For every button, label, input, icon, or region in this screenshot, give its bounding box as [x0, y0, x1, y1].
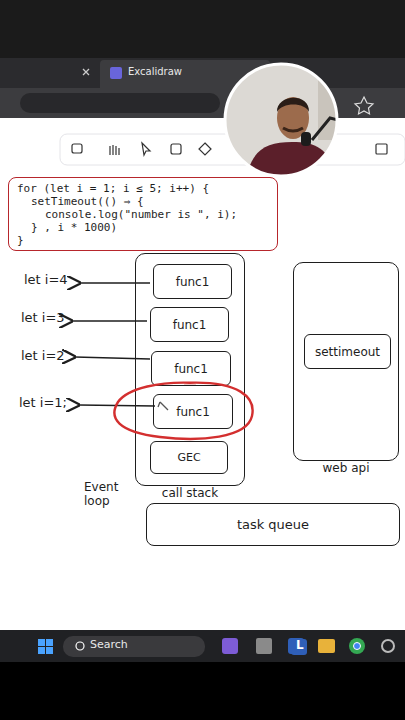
box-text: func1 [174, 362, 208, 376]
search-icon [76, 642, 84, 650]
loop-variable: let i=1; [19, 396, 67, 411]
tab-favicon [110, 67, 122, 79]
pointer-arrow [72, 320, 147, 322]
taskbar-app [288, 638, 304, 654]
windows-logo [38, 639, 53, 654]
pointer-arrow [79, 405, 155, 406]
chrome-app [349, 638, 365, 654]
code-box: for (let i = 1; i ≤ 5; i++) {setTimeout(… [8, 177, 278, 251]
video-top-bar [0, 0, 405, 58]
taskbar-app [291, 639, 307, 655]
webcam-border [225, 64, 337, 176]
image-icon [376, 144, 387, 154]
box-text: func1 [176, 275, 210, 289]
code-line: for (let i = 1; i ≤ 5; i++) { [17, 182, 269, 195]
code-line: } , i * 1000) [17, 221, 269, 234]
tab-close-icon [83, 69, 89, 75]
address-field [20, 93, 220, 113]
person-face [277, 97, 309, 139]
box-text: func1 [173, 318, 207, 332]
webcam-feed [220, 60, 348, 185]
box-text: GEC [177, 451, 200, 464]
event-loop-label: Event loop [84, 481, 130, 509]
browser-tab-bar [0, 58, 405, 88]
person-beard [283, 128, 303, 131]
logo-pane [46, 647, 53, 654]
code-line: console.log("number is ", i); [17, 208, 269, 221]
web-api-box: web apisettimeout [293, 262, 399, 461]
highlight-circle [114, 383, 252, 439]
microphone-arm [312, 118, 338, 140]
loop-variable: let i=2 [21, 349, 65, 364]
webcam-background [220, 60, 345, 185]
stack-frame: func1 [151, 351, 231, 386]
windows-taskbar [0, 630, 405, 662]
taskbar-search-box [63, 636, 205, 657]
video-bottom-bar [0, 662, 405, 720]
settings-app [382, 640, 394, 652]
webcam-wall [318, 70, 348, 140]
loop-variable: let i=4 [24, 273, 68, 288]
taskbar-app [222, 638, 238, 654]
bookmark-star [355, 97, 373, 114]
logo-pane [38, 647, 45, 654]
stack-frame: func1 [153, 264, 232, 299]
pencil-cursor [158, 402, 168, 410]
stack-frame: func1 [150, 307, 229, 342]
call-stack-box: call stackfunc1func1func1func1GEC [135, 253, 245, 486]
select-icon [142, 143, 150, 155]
hand-icon [110, 145, 119, 155]
taskbar-app-letter: L [296, 639, 304, 653]
browser-address-bar [0, 88, 405, 118]
pointer-arrow [80, 282, 150, 284]
global-context-box: GEC [150, 441, 228, 474]
chrome-center [354, 643, 361, 650]
task-queue-box: task queue [146, 503, 400, 546]
rectangle-icon [171, 144, 181, 154]
web-api-item: settimeout [304, 334, 391, 369]
code-line: setTimeout(() ⇒ { [17, 195, 269, 208]
loop-variable: let i=3 [21, 311, 65, 326]
browser-tab [100, 60, 270, 88]
canvas-area [0, 118, 405, 630]
microphone [301, 132, 311, 146]
folder-app [318, 639, 335, 653]
logo-pane [38, 639, 45, 646]
lock-icon [72, 144, 82, 153]
logo-pane [46, 639, 53, 646]
diamond-icon [199, 143, 211, 155]
box-text: settimeout [315, 345, 380, 359]
taskbar-search-text: Search [90, 639, 128, 652]
pointer-arrow [75, 357, 150, 359]
excalidraw-toolbar [60, 134, 405, 165]
taskbar-app [256, 638, 272, 654]
browser-tab-title: Excalidraw [128, 66, 182, 78]
box-text: task queue [237, 517, 309, 532]
box-heading: web api [294, 461, 398, 475]
box-text: func1 [176, 405, 210, 419]
box-heading: call stack [136, 486, 244, 500]
stack-frame: func1 [153, 394, 233, 429]
code-line: } [17, 234, 269, 247]
person-shirt [245, 142, 338, 185]
person-hair [277, 98, 309, 112]
